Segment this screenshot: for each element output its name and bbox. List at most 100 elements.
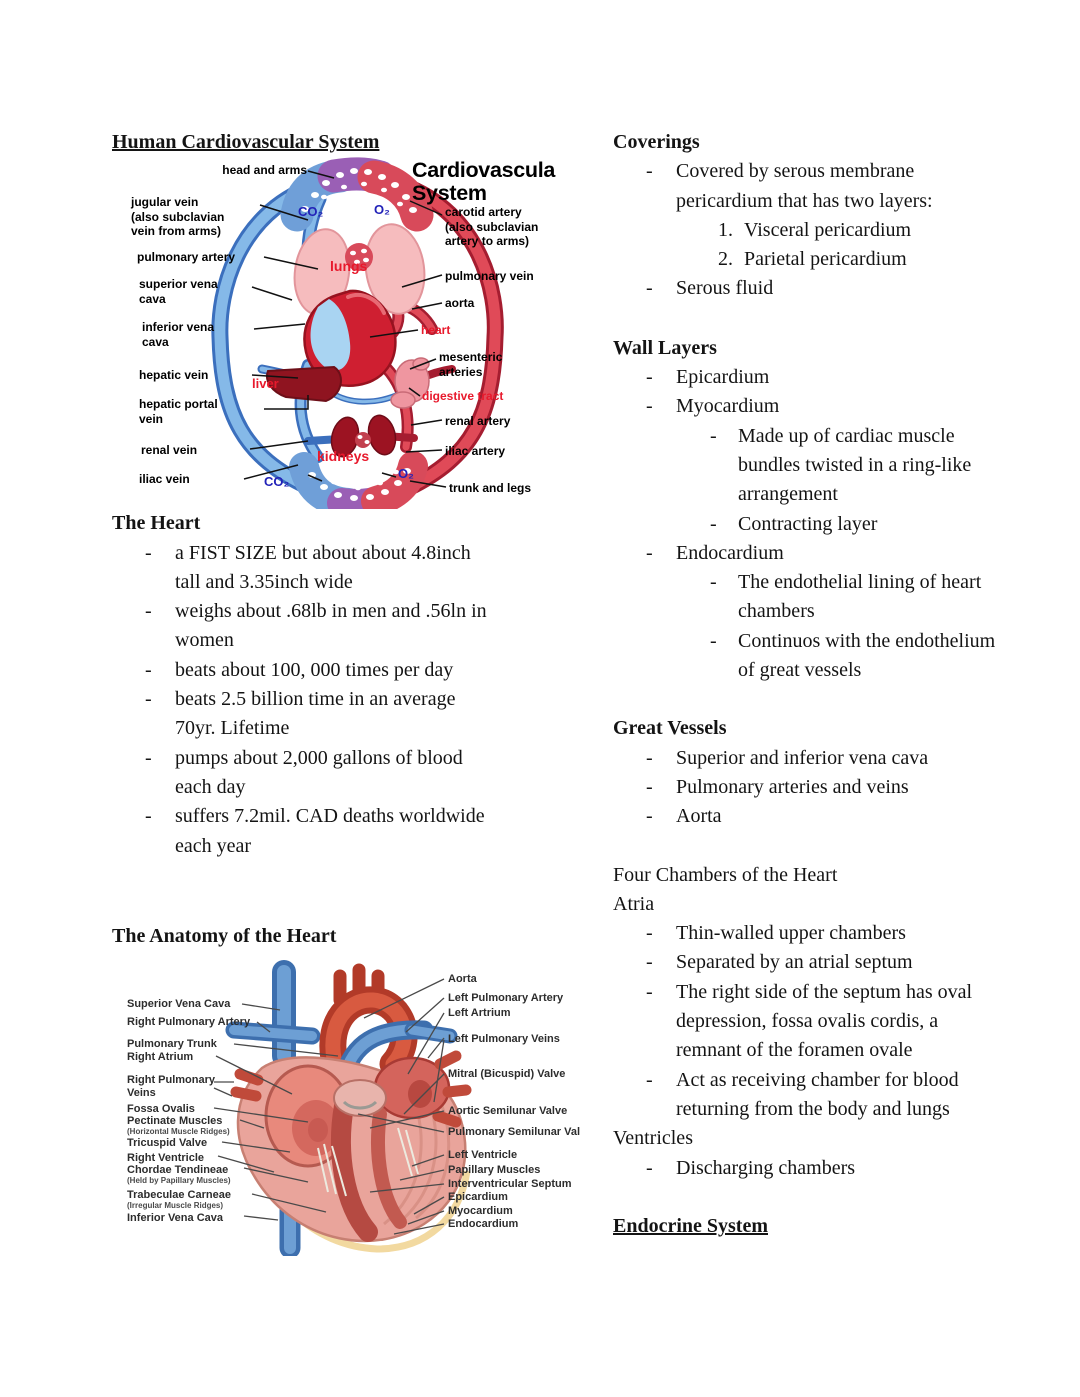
- bullet-item: Contracting layer: [613, 510, 1028, 539]
- label-trabeculae-carneae: Trabeculae Carneae: [127, 1189, 231, 1202]
- label-superior-vena-cava: Superior Vena Cava: [127, 998, 231, 1011]
- bullet-text: Thin-walled upper chambers: [676, 922, 906, 945]
- label-interventricular-septum: Interventricular Septum: [448, 1178, 572, 1191]
- heart-section-heading: The Heart: [112, 512, 201, 535]
- bullet-item: The right side of the septum has oval de…: [613, 978, 1028, 1066]
- wall-layers-section: Wall Layers Epicardium Myocardium Made u…: [613, 334, 1028, 686]
- bullet-text: weighs about .68lb in men and .56ln in w…: [175, 600, 487, 652]
- label-left-ventricle: Left Ventricle: [448, 1149, 518, 1162]
- bullet-item: Superior and inferior vena cava: [613, 744, 1028, 773]
- atria-heading: Atria: [613, 892, 655, 915]
- bullet-dash: [112, 744, 175, 803]
- bullet-dash: [112, 656, 175, 685]
- bullet-dash: [613, 773, 676, 802]
- label-inferior-vena-cava: inferior vena cava: [142, 320, 215, 349]
- bullet-item: beats about 100, 000 times per day: [112, 656, 584, 685]
- bullet-text: Serous fluid: [676, 277, 774, 300]
- bullet-dash: [613, 274, 676, 303]
- bullet-text: Myocardium: [676, 395, 780, 418]
- label-liver: liver: [252, 376, 279, 392]
- label-trunk-and-legs: trunk and legs: [449, 481, 532, 496]
- label-lungs: lungs: [330, 258, 368, 275]
- label-inferior-vena-cava: Inferior Vena Cava: [127, 1212, 223, 1225]
- bullet-item: Epicardium: [613, 363, 1028, 392]
- bullet-dash: [613, 744, 676, 773]
- bullet-dash: [613, 539, 676, 568]
- bullet-item: Aorta: [613, 802, 1028, 831]
- bullet-text: Act as receiving chamber for blood retur…: [676, 1068, 959, 1120]
- bullet-item: Serous fluid: [613, 274, 1028, 303]
- bullet-item: Thin-walled upper chambers: [613, 919, 1028, 948]
- label-heart: heart: [421, 323, 451, 338]
- label-right-pulmonary-artery: Right Pulmonary Artery: [127, 1016, 251, 1029]
- bullet-text: Superior and inferior vena cava: [676, 746, 929, 769]
- label-left-atrium: Left Artrium: [448, 1007, 511, 1020]
- bullet-dash: [613, 1154, 676, 1183]
- label-renal-artery: renal artery: [445, 414, 511, 429]
- bullet-item: pumps about 2,000 gallons of blood each …: [112, 744, 584, 803]
- bullet-dash: [112, 597, 175, 656]
- label-hepatic-vein: hepatic vein: [139, 368, 209, 383]
- bullet-text: a FIST SIZE but about about 4.8inch tall…: [175, 541, 471, 593]
- label-pectinate-muscles-sub: (Horizontal Muscle Ridges): [127, 1127, 230, 1137]
- bullet-text: The endothelial lining of heart chambers: [738, 571, 982, 623]
- bullet-dash: [613, 392, 676, 421]
- bullet-dash: [613, 510, 738, 539]
- bullet-item: weighs about .68lb in men and .56ln in w…: [112, 597, 584, 656]
- bullet-item: Covered by serous membrane pericardium t…: [613, 157, 1028, 216]
- label-left-pulmonary-veins: Left Pulmonary Veins: [448, 1033, 560, 1046]
- bullet-dash: [613, 157, 676, 216]
- bullet-dash: [613, 948, 676, 977]
- label-right-pulmonary-veins: Right Pulmonary Veins: [127, 1074, 216, 1100]
- bullet-item: a FIST SIZE but about about 4.8inch tall…: [112, 539, 584, 598]
- label-papillary-muscles: Papillary Muscles: [448, 1164, 541, 1177]
- bullet-item: Myocardium: [613, 392, 1028, 421]
- label-iliac-artery: iliac artery: [445, 444, 506, 459]
- label-renal-vein: renal vein: [141, 443, 198, 458]
- bullet-item: The endothelial lining of heart chambers: [613, 568, 1028, 627]
- bullet-text: beats about 100, 000 times per day: [175, 658, 454, 681]
- four-chambers-section: Four Chambers of the Heart Atria Thin-wa…: [613, 861, 1028, 1183]
- bullet-dash: [613, 978, 676, 1066]
- label-aorta: aorta: [445, 296, 475, 311]
- pericardium-layer-list: Visceral pericardium Parietal pericardiu…: [613, 216, 1028, 275]
- heart-anatomy-figure: Superior Vena Cava Right Pulmonary Arter…: [112, 956, 582, 1257]
- figure1-title: Cardiovascula System: [412, 158, 556, 206]
- label-myocardium: Myocardium: [448, 1205, 513, 1218]
- label-superior-vena-cava: superior vena cava: [139, 277, 218, 306]
- label-endocardium: Endocardium: [448, 1218, 519, 1231]
- bullet-item: Endocardium: [613, 539, 1028, 568]
- endocrine-section-heading: Endocrine System: [613, 1214, 768, 1237]
- ventricles-heading: Ventricles: [613, 1127, 693, 1150]
- bullet-dash: [613, 422, 738, 510]
- bullet-item: Continuos with the endothelium of great …: [613, 627, 1028, 686]
- label-right-ventricle: Right Ventricle: [127, 1152, 205, 1165]
- label-o2-top: O₂: [374, 202, 390, 218]
- label-pulmonary-semilunar-valve: Pulmonary Semilunar Val: [448, 1126, 581, 1139]
- bullet-text: Contracting layer: [738, 512, 878, 535]
- coverings-heading: Coverings: [613, 131, 700, 153]
- label-o2-bottom: O₂: [398, 466, 414, 482]
- anatomy-section-heading: The Anatomy of the Heart: [112, 924, 337, 947]
- label-fossa-ovalis: Fossa Ovalis: [127, 1103, 195, 1116]
- bullet-dash: [613, 919, 676, 948]
- right-column: Coverings Covered by serous membrane per…: [613, 128, 1028, 1241]
- label-pulmonary-artery: pulmonary artery: [137, 250, 236, 265]
- bullet-text: The right side of the septum has oval de…: [676, 980, 973, 1062]
- label-trabeculae-carneae-sub: (Irregular Muscle Ridges): [127, 1201, 224, 1211]
- bullet-text: beats 2.5 billion time in an average 70y…: [175, 688, 456, 740]
- heart-anatomy-artwork: [213, 960, 472, 1257]
- bullet-dash: [613, 627, 738, 686]
- bullet-text: pumps about 2,000 gallons of blood each …: [175, 746, 463, 798]
- bullet-text: Made up of cardiac muscle bundles twiste…: [738, 424, 972, 506]
- great-vessels-heading: Great Vessels: [613, 717, 727, 740]
- label-aorta: Aorta: [448, 973, 477, 986]
- label-left-pulmonary-artery: Left Pulmonary Artery: [448, 992, 564, 1005]
- bullet-text: Discharging chambers: [676, 1156, 856, 1179]
- left-column: Human Cardiovascular System: [112, 128, 584, 1257]
- great-vessels-section: Great Vessels Superior and inferior vena…: [613, 714, 1028, 831]
- bullet-item: Separated by an atrial septum: [613, 948, 1028, 977]
- label-chordae-tendineae: Chordae Tendineae: [127, 1164, 229, 1177]
- numbered-item: Parietal pericardium: [738, 245, 1028, 274]
